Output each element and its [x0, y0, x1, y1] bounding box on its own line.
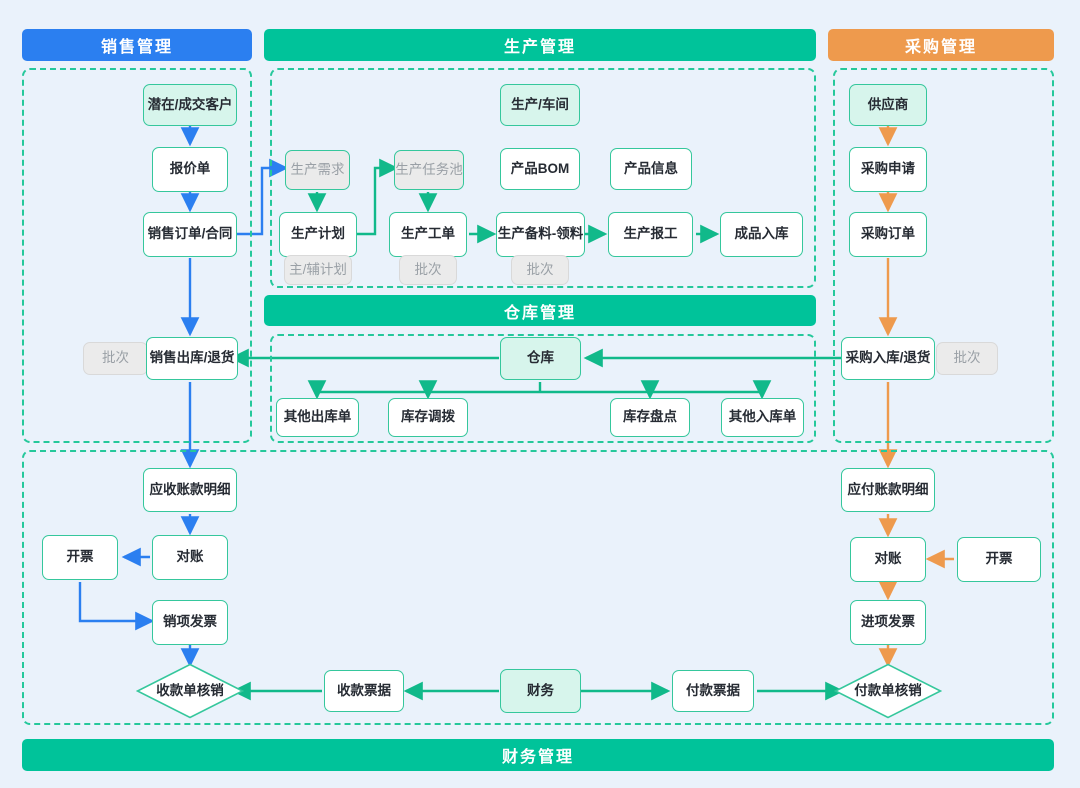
node-receipt-voucher[interactable]: 收款票据: [324, 670, 404, 712]
node-finance-hub[interactable]: 财务: [500, 669, 581, 713]
node-receivable-detail[interactable]: 应收账款明细: [143, 468, 237, 512]
node-payment-writeoff-label: 付款单核销: [854, 682, 922, 698]
node-production-workshop[interactable]: 生产/车间: [500, 84, 580, 126]
banner-purchase[interactable]: 采购管理: [828, 29, 1054, 61]
node-sales-order[interactable]: 销售订单/合同: [143, 212, 237, 257]
region-purchase: [833, 68, 1054, 443]
node-production-report-work[interactable]: 生产报工: [608, 212, 693, 257]
banner-production[interactable]: 生产管理: [264, 29, 816, 61]
banner-sales[interactable]: 销售管理: [22, 29, 252, 61]
node-purchase-batch-tag: 批次: [936, 342, 998, 375]
diamond-shape-icon: [136, 663, 244, 719]
node-production-work-order[interactable]: 生产工单: [389, 212, 467, 257]
node-sales-outbound[interactable]: 销售出库/退货: [146, 337, 238, 380]
region-warehouse: [270, 334, 816, 443]
node-production-demand[interactable]: 生产需求: [285, 150, 350, 190]
node-material-batch-tag: 批次: [511, 255, 569, 285]
node-output-invoice[interactable]: 销项发票: [152, 600, 228, 645]
node-other-inbound[interactable]: 其他入库单: [721, 398, 804, 437]
node-product-info[interactable]: 产品信息: [610, 148, 692, 190]
node-production-task-pool[interactable]: 生产任务池: [394, 150, 464, 190]
node-supplier[interactable]: 供应商: [849, 84, 927, 126]
node-warehouse-hub[interactable]: 仓库: [500, 337, 581, 380]
node-invoicing-sales[interactable]: 开票: [42, 535, 118, 580]
node-inventory-transfer[interactable]: 库存调拨: [388, 398, 468, 437]
node-potential-customer[interactable]: 潜在/成交客户: [143, 84, 237, 126]
region-production: [270, 68, 816, 288]
node-receipt-writeoff-label: 收款单核销: [156, 682, 224, 698]
node-receipt-writeoff[interactable]: 收款单核销: [136, 663, 244, 719]
node-production-plan[interactable]: 生产计划: [279, 212, 357, 257]
node-input-invoice[interactable]: 进项发票: [850, 600, 926, 645]
banner-warehouse[interactable]: 仓库管理: [264, 295, 816, 326]
region-sales: [22, 68, 252, 443]
node-product-bom[interactable]: 产品BOM: [500, 148, 580, 190]
banner-finance[interactable]: 财务管理: [22, 739, 1054, 771]
node-other-outbound[interactable]: 其他出库单: [276, 398, 359, 437]
region-finance: [22, 450, 1054, 725]
node-plan-tag: 主/辅计划: [284, 255, 352, 285]
node-payment-writeoff[interactable]: 付款单核销: [834, 663, 942, 719]
node-payable-detail[interactable]: 应付账款明细: [841, 468, 935, 512]
node-reconciliation-purchase[interactable]: 对账: [850, 537, 926, 582]
node-invoicing-purchase[interactable]: 开票: [957, 537, 1041, 582]
node-payment-voucher[interactable]: 付款票据: [672, 670, 754, 712]
node-purchase-order[interactable]: 采购订单: [849, 212, 927, 257]
node-reconciliation-sales[interactable]: 对账: [152, 535, 228, 580]
node-work-order-batch-tag: 批次: [399, 255, 457, 285]
diamond-shape-icon: [834, 663, 942, 719]
node-purchase-requisition[interactable]: 采购申请: [849, 147, 927, 192]
node-inventory-stocktake[interactable]: 库存盘点: [610, 398, 690, 437]
node-production-material-prep[interactable]: 生产备料-领料: [496, 212, 585, 257]
node-finished-goods-inbound[interactable]: 成品入库: [720, 212, 803, 257]
node-quotation[interactable]: 报价单: [152, 147, 228, 192]
node-sales-batch-tag: 批次: [83, 342, 148, 375]
node-purchase-inbound[interactable]: 采购入库/退货: [841, 337, 935, 380]
